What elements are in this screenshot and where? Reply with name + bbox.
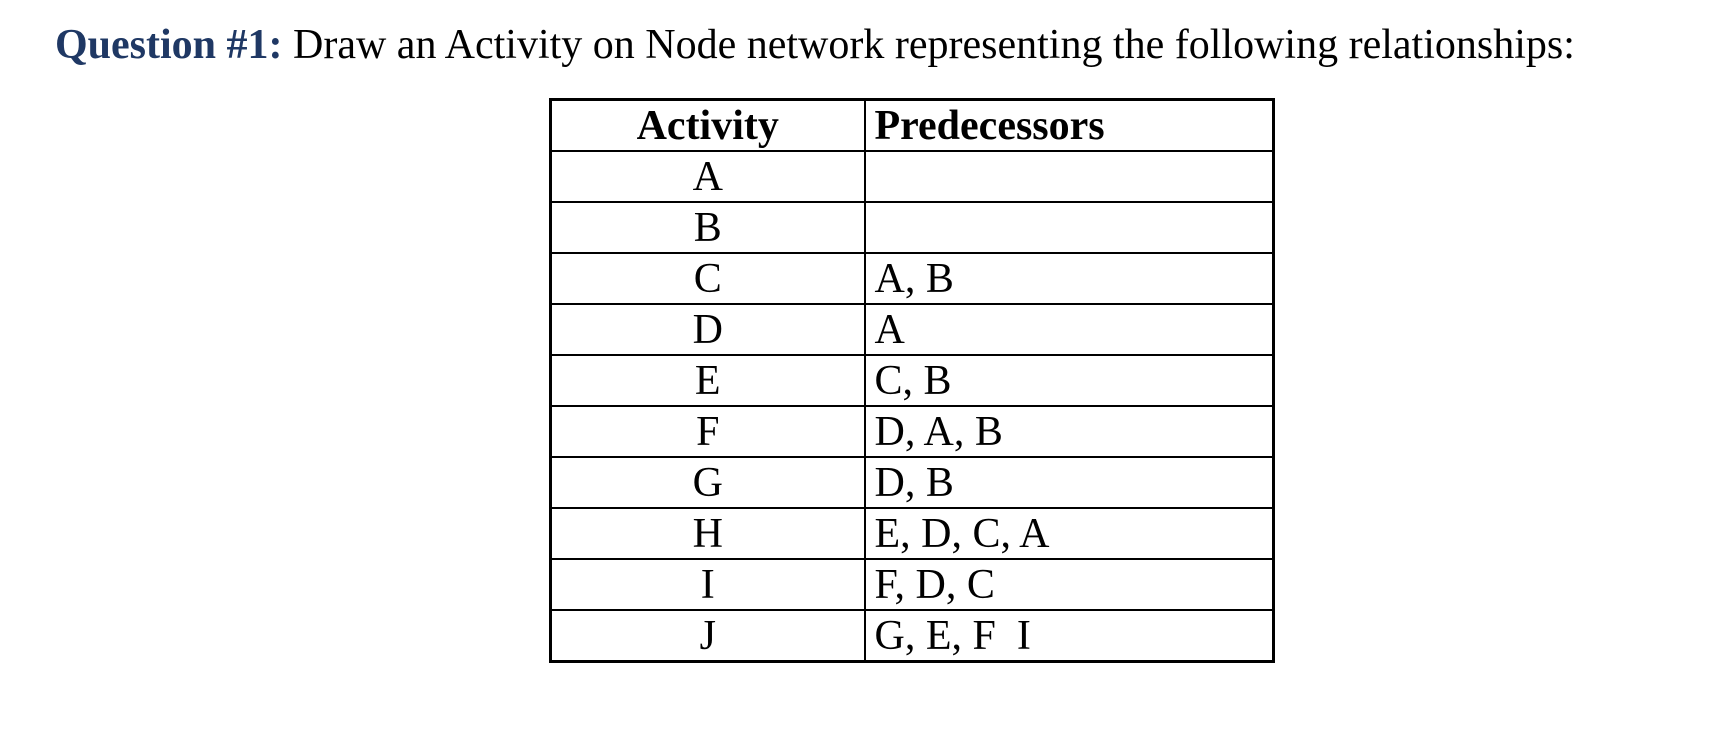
predecessors-cell: D, B — [863, 456, 1275, 509]
predecessors-cell: A, B — [863, 252, 1275, 305]
question-text: Draw an Activity on Node network represe… — [282, 22, 1575, 68]
predecessors-cell: D, A, B — [863, 405, 1275, 458]
predecessors-cell: A — [863, 303, 1275, 356]
activity-cell: J — [549, 609, 866, 663]
question-heading: Question #1: Draw an Activity on Node ne… — [55, 22, 1575, 69]
column-header-predecessors: Predecessors — [863, 98, 1275, 152]
activity-cell: A — [549, 150, 866, 203]
predecessors-cell: G, E, F I — [863, 609, 1275, 663]
activity-cell: D — [549, 303, 866, 356]
predecessors-cell — [863, 201, 1275, 254]
column-header-activity: Activity — [549, 98, 866, 152]
activity-cell: C — [549, 252, 866, 305]
table-row: A — [549, 150, 1275, 203]
question-number-label: Question #1: — [55, 22, 283, 68]
predecessors-cell: F, D, C — [863, 558, 1275, 611]
activity-cell: B — [549, 201, 866, 254]
activity-cell: I — [549, 558, 866, 611]
activity-cell: G — [549, 456, 866, 509]
predecessors-cell: E, D, C, A — [863, 507, 1275, 560]
predecessors-cell: C, B — [863, 354, 1275, 407]
table-header-row: Activity Predecessors — [549, 98, 1275, 152]
table-row: B — [549, 201, 1275, 254]
activity-cell: H — [549, 507, 866, 560]
activity-cell: E — [549, 354, 866, 407]
predecessors-cell — [863, 150, 1275, 203]
activity-cell: F — [549, 405, 866, 458]
